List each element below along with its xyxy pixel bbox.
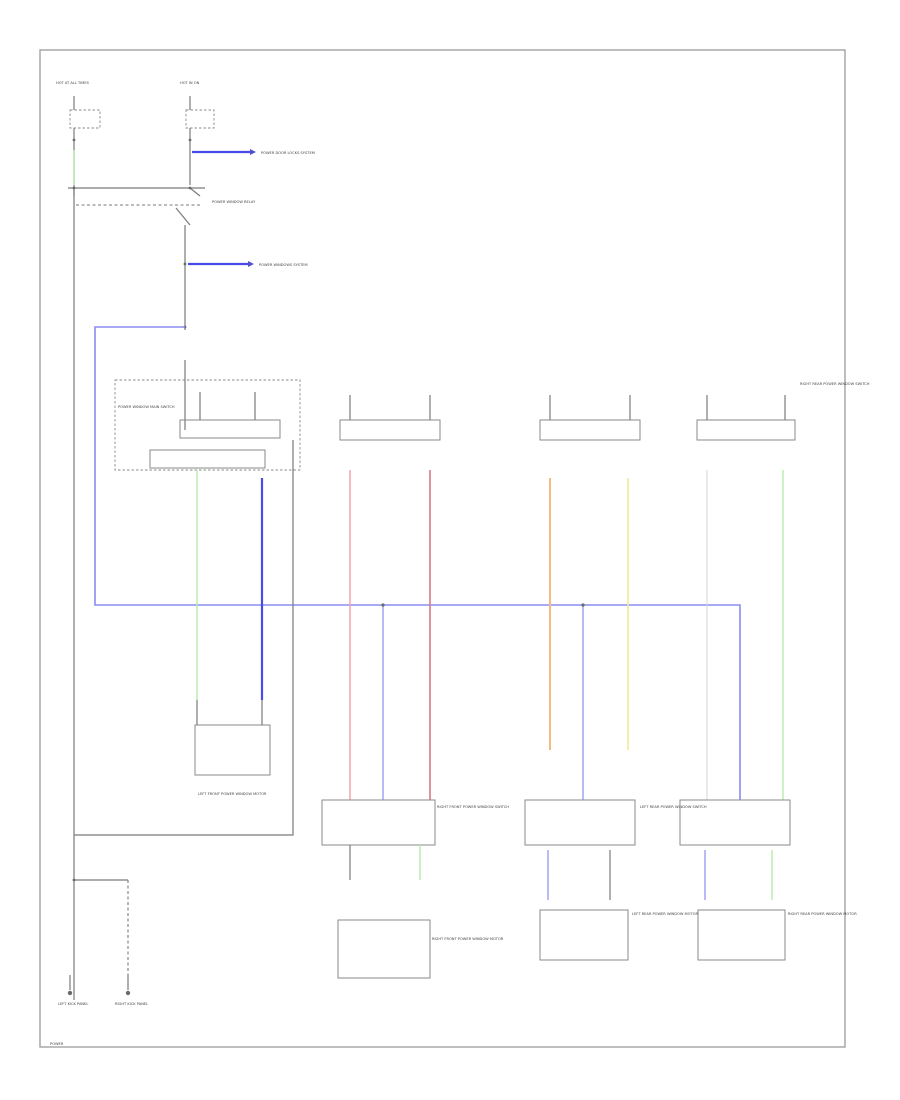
fuse-block-right: HOT IN ON — [180, 81, 215, 142]
arrow-icon — [250, 149, 256, 155]
wire-blue-bus — [94, 326, 741, 800]
svg-text:LEFT REAR POWER WINDOW MOTOR: LEFT REAR POWER WINDOW MOTOR — [632, 912, 698, 916]
svg-text:RIGHT FRONT POWER WINDOW MOTOR: RIGHT FRONT POWER WINDOW MOTOR — [432, 937, 504, 941]
svg-text:POWER DOOR LOCKS SYSTEM: POWER DOOR LOCKS SYSTEM — [261, 151, 315, 155]
svg-text:LEFT KICK PANEL: LEFT KICK PANEL — [58, 1002, 88, 1006]
footer-label: POWER — [50, 1042, 64, 1046]
svg-text:POWER WINDOWS SYSTEM: POWER WINDOWS SYSTEM — [259, 263, 308, 267]
rr-switch-column: RIGHT REAR POWER WINDOW SWITCH RIGHT REA… — [679, 382, 870, 961]
diagram-frame — [39, 49, 846, 1048]
fuse-block-left: HOT AT ALL TIMES — [56, 81, 101, 142]
ground-connections: LEFT KICK PANEL RIGHT KICK PANEL — [58, 878, 148, 1006]
svg-text:LEFT REAR POWER WINDOW SWITCH: LEFT REAR POWER WINDOW SWITCH — [640, 805, 707, 809]
svg-text:HOT AT ALL TIMES: HOT AT ALL TIMES — [56, 81, 90, 85]
svg-text:RIGHT REAR POWER WINDOW SWITCH: RIGHT REAR POWER WINDOW SWITCH — [800, 382, 870, 386]
svg-text:RIGHT FRONT POWER WINDOW SWITC: RIGHT FRONT POWER WINDOW SWITCH — [437, 805, 509, 809]
power-window-relay: POWER WINDOW RELAY — [68, 186, 256, 226]
lr-switch-column: LEFT REAR POWER WINDOW SWITCH LEFT REAR … — [524, 395, 707, 961]
svg-text:POWER WINDOW RELAY: POWER WINDOW RELAY — [212, 200, 256, 204]
power-window-main-switch: POWER WINDOW MAIN SWITCH — [114, 360, 301, 471]
arrow-icon — [248, 261, 254, 267]
svg-text:POWER WINDOW MAIN SWITCH: POWER WINDOW MAIN SWITCH — [118, 405, 175, 409]
svg-text:RIGHT KICK PANEL: RIGHT KICK PANEL — [115, 1002, 148, 1006]
left-front-motor: LEFT FRONT POWER WINDOW MOTOR — [194, 700, 271, 796]
svg-text:LEFT FRONT POWER WINDOW MOTOR: LEFT FRONT POWER WINDOW MOTOR — [198, 792, 267, 796]
svg-text:HOT IN ON: HOT IN ON — [180, 81, 200, 85]
rf-switch-column: RIGHT FRONT POWER WINDOW SWITCH RIGHT FR… — [321, 395, 509, 979]
svg-text:RIGHT REAR POWER WINDOW MOTOR: RIGHT REAR POWER WINDOW MOTOR — [788, 912, 857, 916]
